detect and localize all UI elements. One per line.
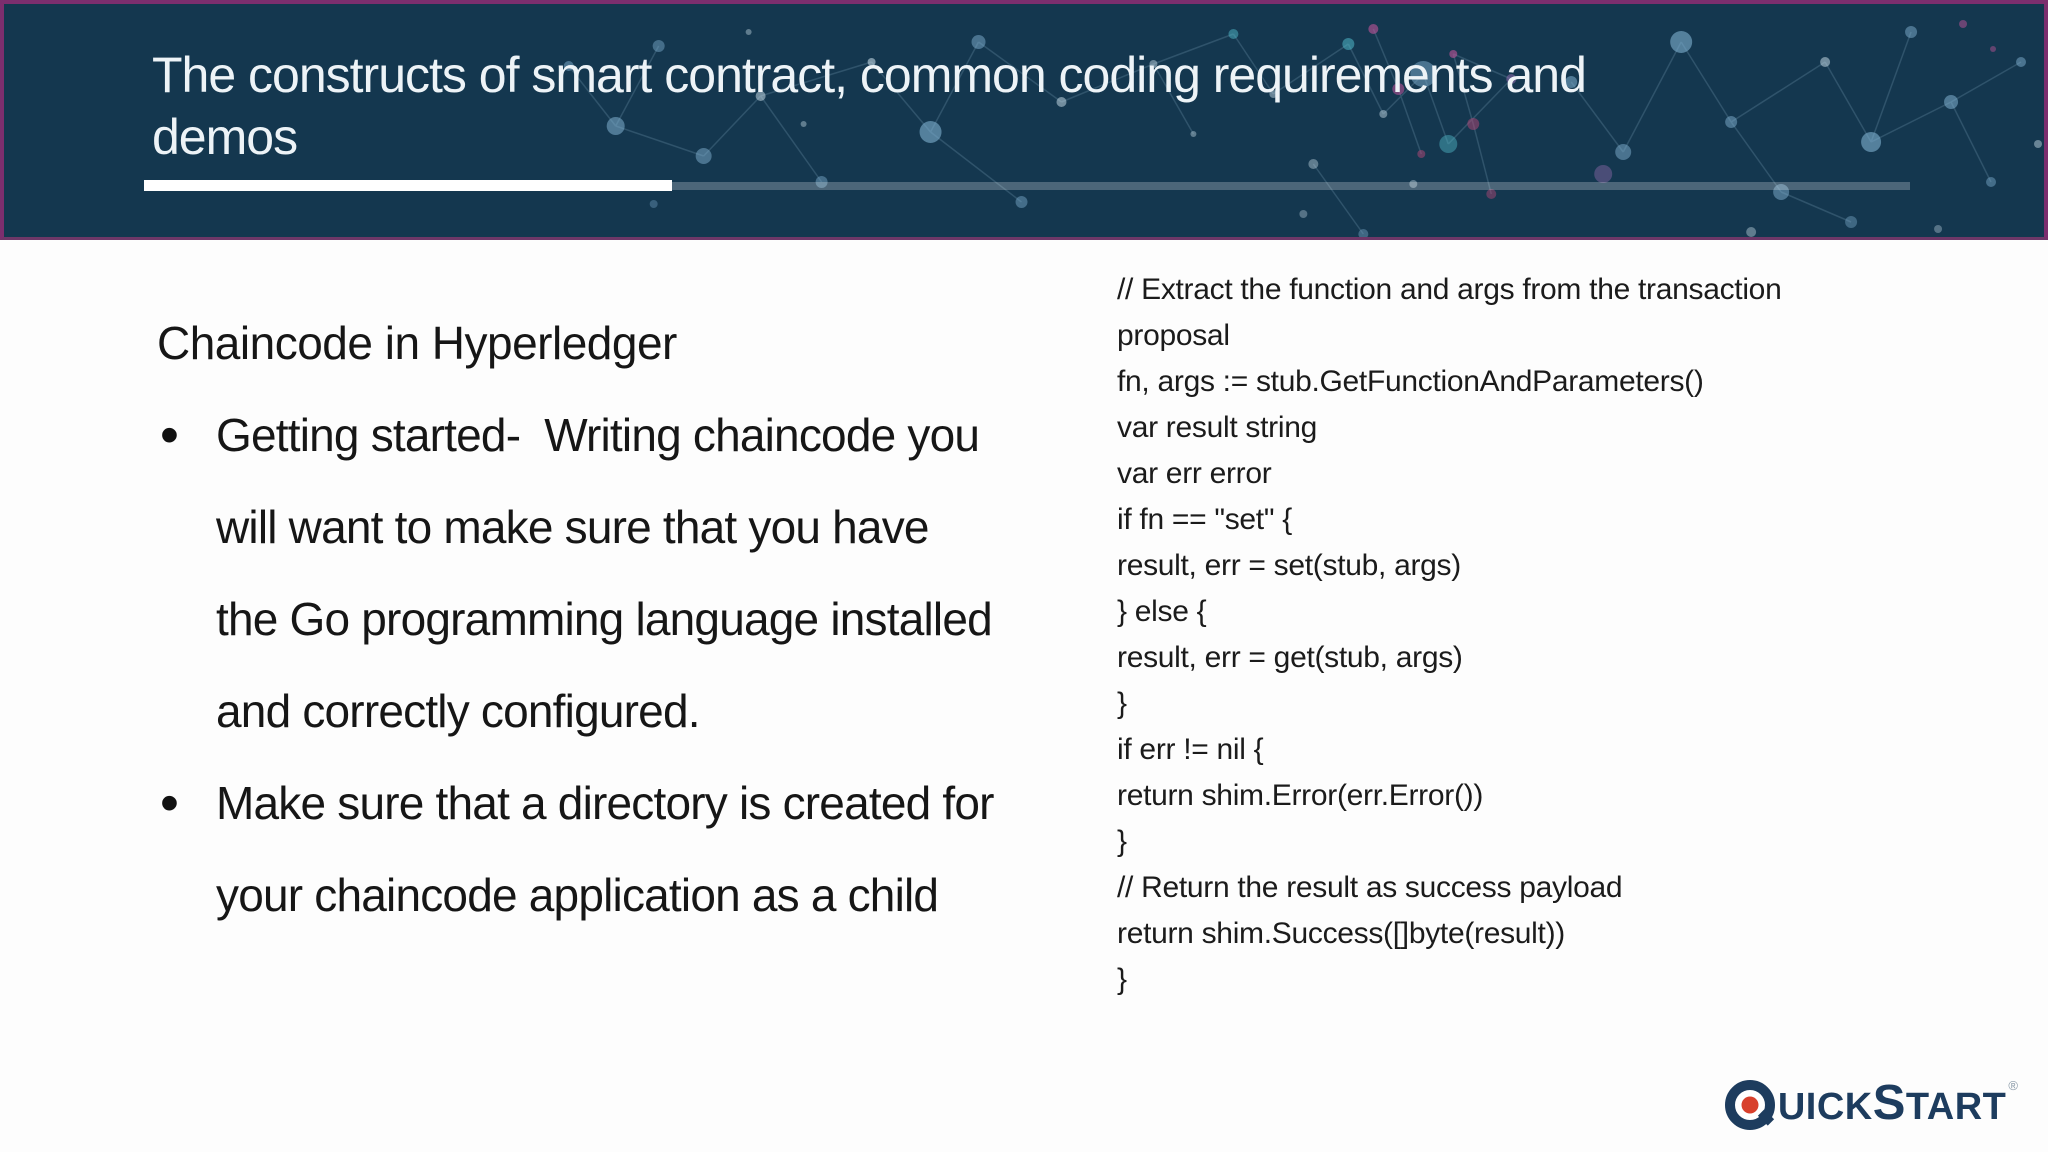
logo-text-s: S — [1872, 1076, 1906, 1130]
logo-text-part2: TART — [1905, 1086, 2007, 1128]
bullet-text: Getting started- Writing chaincode you w… — [216, 409, 993, 737]
slide-header: The constructs of smart contract, common… — [0, 0, 2048, 240]
content-heading: Chaincode in Hyperledger — [157, 317, 677, 369]
bullet-list: • Getting started- Writing chaincode you… — [160, 389, 994, 941]
logo-text-part1: UICK — [1777, 1086, 1873, 1128]
title-underline-track — [672, 182, 1910, 190]
quickstart-logo: UICKSTART ® — [1724, 1078, 2018, 1132]
quickstart-logo-text: UICKSTART — [1778, 1078, 2007, 1132]
title-underline-accent — [144, 180, 672, 191]
quickstart-q-icon — [1724, 1080, 1775, 1130]
bullet-marker: • — [160, 405, 179, 465]
slide-title: The constructs of smart contract, common… — [152, 47, 1587, 165]
code-snippet: // Extract the function and args from th… — [1117, 273, 1782, 996]
bullet-text: Make sure that a directory is created fo… — [216, 777, 994, 921]
bullet-item: • Make sure that a directory is created … — [160, 757, 994, 941]
quickstart-q-tail — [1757, 1109, 1774, 1126]
bullet-item: • Getting started- Writing chaincode you… — [160, 389, 994, 757]
quickstart-q-dot — [1741, 1096, 1759, 1114]
registered-trademark-mark: ® — [2008, 1078, 2018, 1093]
bullet-marker: • — [160, 773, 179, 833]
